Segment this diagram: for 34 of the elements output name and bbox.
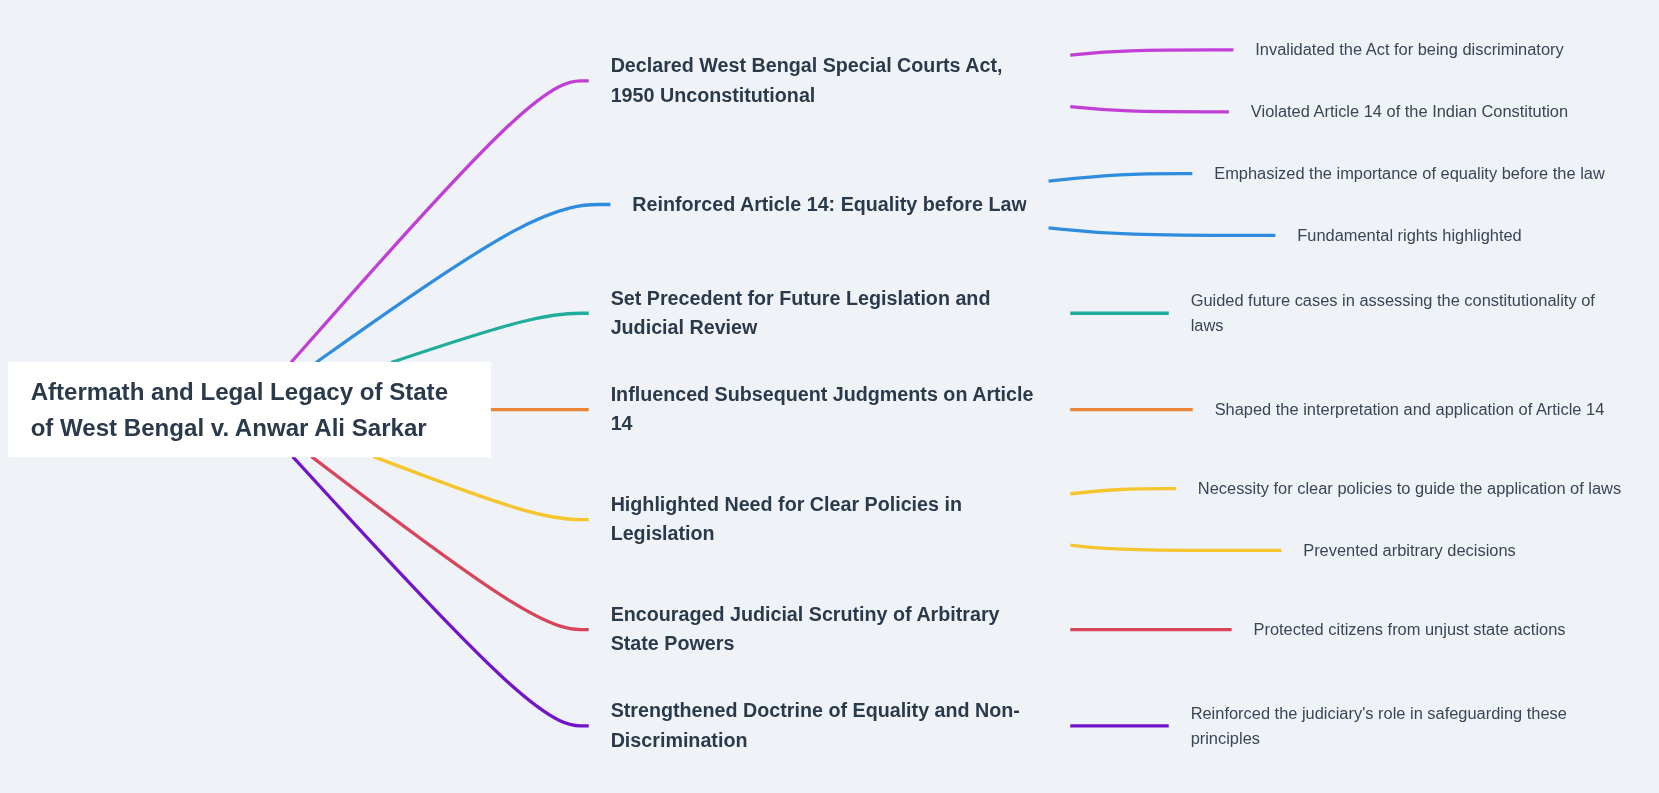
connector [490,407,589,412]
connector [1070,543,1282,553]
node-text: Emphasized the importance of equality before the law [1214,163,1605,183]
connector [1048,171,1193,183]
connector [1070,407,1193,412]
node-text: Influenced Subsequent Judgments on Article 14 [610,383,1034,435]
connector [310,455,589,632]
node-text: Protected citizens from unjust state actions [1253,619,1566,638]
node-text: Invalidated the Act for being discriminatory [1255,39,1564,59]
node-text: Declared West Bengal Special Courts Act, 1950 Unconstitutional [610,54,1003,107]
node-text: Shaped the interpretation and application of Article 14 [1214,399,1605,419]
connector [1070,724,1169,728]
node-text: Violated Article 14 of the Indian Constitution [1250,101,1569,121]
connector [1070,104,1229,114]
node-text: Prevented arbitrary decisions [1303,540,1516,559]
node-text: Reinforced the judiciary's role in safeguarding these principles [1190,703,1567,747]
connector [1070,627,1232,632]
connector [289,79,589,364]
node-text: Guided future cases in assessing the constitutionality of laws [1190,290,1595,335]
node-text: Set Precedent for Future Legislation and Judicial Review [610,287,991,339]
connector [1070,487,1176,496]
connector [1048,226,1276,238]
connector [1070,311,1169,315]
connector [1070,48,1234,57]
node-text: Reinforced Article 14: Equality before Law [632,193,1027,215]
node-box: Aftermath and Legal Legacy of State of West Bengal v. Anwar Ali Sarkar [8,361,491,458]
node-text: Highlighted Need for Clear Policies in Legislation [610,493,962,545]
connector [315,202,611,364]
connector [373,455,589,522]
node-text: Fundamental rights highlighted [1297,225,1522,244]
node-text: Encouraged Judicial Scrutiny of Arbitrary State Powers [610,603,1000,655]
node-text: Necessity for clear policies to guide the application of laws [1197,478,1622,498]
node-text: Strengthened Doctrine of Equality and Non-Discrimination [610,699,1020,751]
connector [291,455,589,728]
